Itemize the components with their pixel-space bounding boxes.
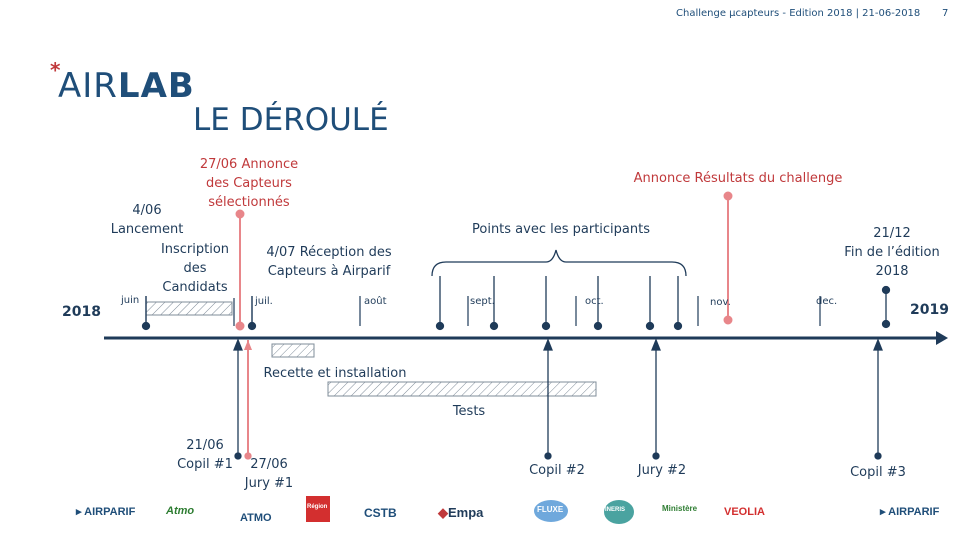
point3-dot (541, 321, 551, 331)
ministere-logo: Ministère (662, 504, 698, 513)
label-copil2: Copil #2 (529, 463, 585, 478)
airparif-logo-right: ▸ AIRPARIF (880, 506, 940, 518)
fin-top-dot (881, 285, 891, 295)
label-lancement: 4/06 Lancement (110, 203, 184, 237)
month-aout: août (364, 296, 387, 307)
month-juin: juin (121, 295, 140, 306)
inscription-bar (145, 301, 233, 316)
logo-lab: LAB (117, 66, 195, 106)
jury2-arrow-icon (651, 338, 661, 351)
participants-brace (431, 249, 687, 277)
label-copil1: 21/06 Copil #1 (177, 438, 233, 472)
month-juil: juil. (255, 296, 273, 307)
label-jury1: 27/06 Jury #1 (244, 457, 294, 491)
label-tests: Tests (452, 404, 486, 419)
airparif-logo: ▸ AIRPARIF (76, 506, 136, 518)
header-text: Challenge µcapteurs - Edition 2018 | 21-… (676, 8, 921, 19)
label-annonce-resultats: Annonce Résultats du challenge (633, 171, 843, 186)
point2-dot (489, 321, 499, 331)
logo-star-icon: * (50, 58, 61, 82)
empa-logo: ◆Empa (438, 505, 484, 520)
label-points: Points avec les participants (472, 222, 650, 237)
point5-dot (645, 321, 655, 331)
page-number: 7 (942, 8, 949, 19)
point4-dot (593, 321, 603, 331)
year-2018: 2018 (62, 304, 101, 320)
label-copil3: Copil #3 (850, 465, 906, 480)
label-jury2: Jury #2 (637, 463, 687, 478)
annonce-capteurs-dot (235, 209, 245, 219)
fin-dot (881, 319, 891, 329)
label-fin: 21/12 Fin de l’édition 2018 (844, 226, 940, 279)
region-logo: Région (306, 496, 330, 522)
point6-dot (673, 321, 683, 331)
copil3-arrow-icon (873, 338, 883, 351)
cstb-logo: CSTB (364, 506, 397, 520)
veolia-logo: VEOLIA (724, 506, 765, 518)
logo-air: AIR (58, 66, 118, 106)
year-2019: 2019 (910, 302, 949, 318)
tests-bar (327, 381, 597, 397)
airlab-logo: * AIRLAB (50, 58, 194, 106)
month-oct: oct. (585, 296, 604, 307)
label-annonce-capteurs: 27/06 Annonce des Capteurs sélectionnés (199, 157, 299, 210)
copil1-arrow-icon (233, 338, 243, 351)
atmo-aura-logo: ATMO (240, 512, 272, 524)
month-nov: nov. (710, 297, 731, 308)
month-sept: sept. (470, 296, 495, 307)
page-title: LE DÉROULÉ (193, 102, 389, 138)
ineris-logo: INERIS (604, 500, 634, 524)
month-dec: dec. (816, 296, 838, 307)
annonce-resultats-dot (723, 191, 733, 201)
label-recette: Recette et installation (263, 366, 407, 381)
label-inscription: Inscription des Candidats (160, 242, 230, 295)
reception-dot (247, 321, 257, 331)
copil2-arrow-icon (543, 338, 553, 351)
label-reception: 4/07 Réception des Capteurs à Airparif (266, 245, 392, 279)
recette-bar (271, 343, 315, 358)
fluxe-logo: FLUXE (534, 500, 568, 522)
lancement-dot (141, 321, 151, 331)
axis-arrow-icon (936, 331, 948, 345)
point1-dot (435, 321, 445, 331)
jury1-arrow-icon (244, 340, 252, 350)
atmo-grand-est-logo: Atmo (166, 505, 195, 517)
